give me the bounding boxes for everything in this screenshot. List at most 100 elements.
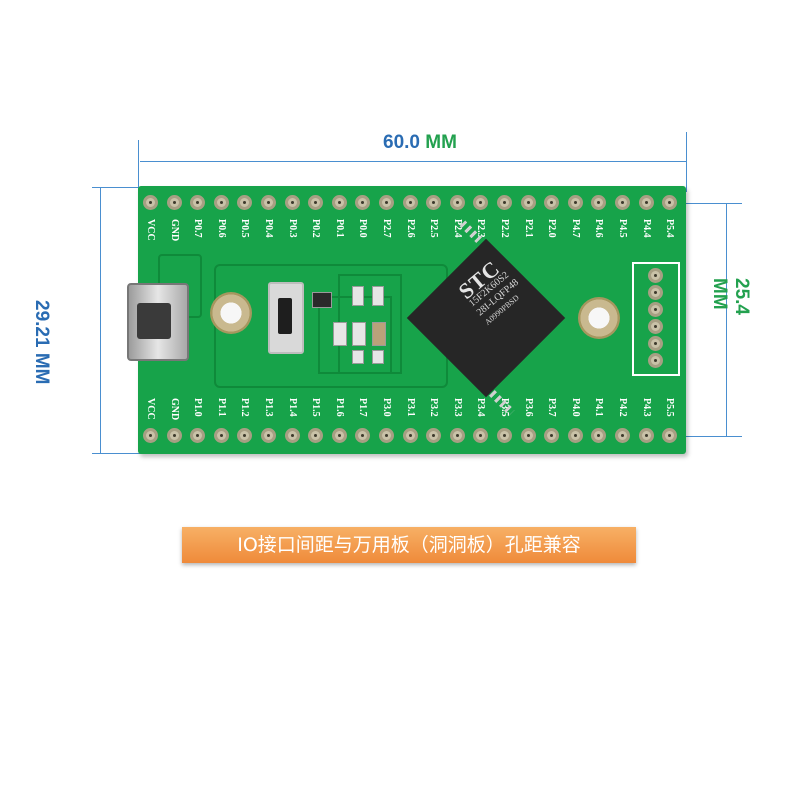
width-value: 60.0 [383, 132, 420, 153]
smd-component [352, 286, 364, 306]
bottom-pin-label: P1.0 [192, 398, 204, 417]
smd-component [372, 322, 386, 346]
top-pin-hole [426, 195, 442, 210]
bottom-pin-label: VCC [145, 398, 156, 420]
bottom-pin-hole [355, 428, 371, 443]
top-pin-hole [567, 195, 583, 210]
smd-component [352, 350, 364, 364]
bottom-pin-label: P3.2 [428, 398, 440, 417]
top-pin-label: P0.2 [310, 219, 322, 238]
bottom-pin-label: P1.6 [333, 398, 345, 417]
bottom-pin-hole [497, 428, 512, 443]
bottom-pin-label: P1.3 [263, 398, 274, 417]
bottom-pin-hole [426, 428, 442, 443]
top-pin-label: P2.7 [381, 219, 392, 238]
left-dimension-line [100, 188, 101, 453]
mounting-hole-left [210, 292, 252, 334]
right-dimension-tick-bottom [670, 436, 742, 437]
top-pin-hole [402, 195, 418, 210]
top-dimension-line [140, 161, 686, 162]
top-dimension-tick-right [686, 132, 687, 192]
side-header-pin-hole [648, 302, 663, 317]
side-header-pin-hole [648, 268, 663, 283]
top-pin-label: P0.6 [215, 219, 227, 238]
top-pin-hole [331, 195, 347, 210]
right-dimension-tick-top [670, 203, 742, 204]
bottom-pin-hole [473, 428, 489, 443]
bottom-pin-hole [520, 428, 536, 443]
smd-component [333, 322, 347, 346]
top-pin-label: P2.5 [428, 219, 440, 238]
top-pin-hole [261, 195, 276, 210]
top-pin-hole [473, 195, 489, 210]
bottom-pin-label: P3.7 [546, 398, 558, 417]
bottom-pin-label: P3.6 [522, 398, 534, 417]
bottom-pin-hole [662, 428, 678, 443]
top-pin-hole [213, 195, 229, 210]
top-pin-label: P0.5 [239, 219, 251, 238]
bottom-pin-hole [213, 428, 229, 443]
bottom-pin-hole [544, 428, 560, 443]
top-pin-hole [615, 195, 630, 210]
top-pin-hole [143, 195, 158, 210]
bottom-pin-hole [638, 428, 654, 443]
smd-component [372, 350, 384, 364]
top-pin-hole [449, 195, 465, 210]
right-height-label: 25.4 MM [709, 278, 752, 315]
bottom-pin-label: P4.1 [593, 398, 605, 417]
bottom-pin-label: P1.7 [357, 398, 369, 417]
bottom-pin-label: P1.1 [215, 398, 227, 417]
side-header-pin-hole [648, 285, 663, 300]
top-pin-label: P0.3 [286, 219, 298, 238]
top-pin-label: P0.4 [263, 219, 274, 238]
bottom-pin-hole [308, 428, 324, 443]
bottom-pin-hole [190, 428, 206, 443]
bottom-pin-hole [261, 428, 276, 443]
bottom-pin-label: P3.3 [451, 398, 463, 417]
reset-button-cap [278, 298, 292, 334]
bottom-pin-label: GND [168, 398, 180, 421]
top-pin-label: P0.0 [357, 219, 369, 238]
top-pin-label: P2.0 [546, 219, 558, 238]
top-pin-hole [638, 195, 654, 210]
left-height-label: 29.21 MM [31, 300, 52, 385]
smd-component [372, 286, 384, 306]
top-pin-hole [591, 195, 607, 210]
top-pin-hole [544, 195, 560, 210]
bottom-pin-hole [166, 428, 182, 443]
top-pin-hole [237, 195, 253, 210]
side-header-pin-hole [648, 353, 663, 368]
top-pin-label: P2.2 [499, 219, 510, 238]
top-pin-label: P5.4 [664, 219, 676, 238]
top-pin-hole [308, 195, 324, 210]
bottom-pin-label: P1.5 [310, 398, 322, 417]
top-pin-hole [662, 195, 678, 210]
bottom-pin-hole [379, 428, 394, 443]
top-pin-label: P4.7 [569, 219, 581, 238]
right-dimension-line [726, 204, 727, 436]
top-pin-hole [379, 195, 394, 210]
usb-port-opening [137, 303, 171, 339]
bottom-pin-label: P4.0 [569, 398, 581, 417]
bottom-pin-hole [615, 428, 630, 443]
top-pin-label: P2.1 [522, 219, 534, 238]
bottom-pin-label: P1.2 [239, 398, 251, 417]
side-header-pin-hole [648, 319, 663, 334]
top-pin-hole [497, 195, 512, 210]
smd-component [312, 292, 332, 308]
top-pin-hole [166, 195, 182, 210]
bottom-pin-label: P4.2 [617, 398, 628, 417]
left-dimension-tick-bottom [92, 453, 147, 454]
left-dimension-tick-top [92, 187, 147, 188]
bottom-pin-hole [591, 428, 607, 443]
side-header-outline [632, 262, 680, 376]
caption-banner: IO接口间距与万用板（洞洞板）孔距兼容 [182, 527, 636, 563]
bottom-pin-label: P4.3 [640, 398, 652, 417]
smd-component [352, 322, 366, 346]
top-pin-label: P0.1 [333, 219, 345, 238]
bottom-pin-hole [402, 428, 418, 443]
bottom-pin-label: P1.4 [286, 398, 298, 417]
top-pin-label: P4.6 [593, 219, 605, 238]
side-header-pin-hole [648, 336, 663, 351]
bottom-pin-label: P3.4 [475, 398, 487, 417]
